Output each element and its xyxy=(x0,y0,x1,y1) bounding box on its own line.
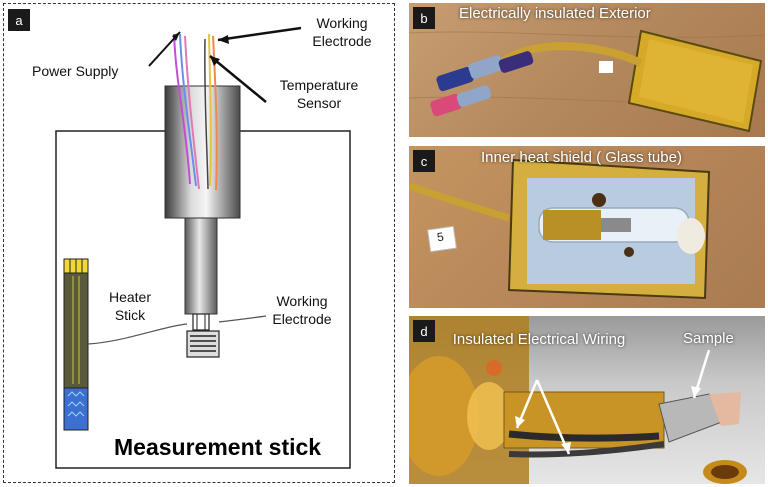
panel-b-graphic xyxy=(409,29,765,133)
tube-number: 5 xyxy=(436,229,445,245)
label-working-electrode-top: Working Electrode xyxy=(312,15,372,49)
measurement-stick-title: Measurement stick xyxy=(114,434,322,460)
panel-a-tag: a xyxy=(8,9,30,31)
wire-blue xyxy=(179,33,197,187)
lower-rod xyxy=(184,217,218,315)
arrow-temperature-sensor xyxy=(209,55,267,103)
panel-c-photo: c Inner heat shield ( Glass tube) 5 xyxy=(409,146,765,308)
arrow-working-electrode xyxy=(217,26,302,42)
wire-pink xyxy=(184,35,200,190)
wire-2 xyxy=(508,441,665,458)
panel-d-photo: d Insulated Electrical Wiring Sample xyxy=(409,316,765,484)
label-power-supply: Power Supply xyxy=(32,63,119,79)
wire-purple xyxy=(173,33,191,185)
electrode-cable xyxy=(218,315,267,323)
panel-c-tag: c xyxy=(413,150,435,172)
label-insulated-exterior: Electrically insulated Exterior xyxy=(459,5,651,22)
label-heater-stick: Heater Stick xyxy=(108,289,152,323)
blue-connector xyxy=(436,66,474,92)
label-sample: Sample xyxy=(683,330,734,347)
label-insulated-wiring: Insulated Electrical Wiring xyxy=(452,331,626,348)
wire-yellow xyxy=(208,33,212,187)
panel-d-tag: d xyxy=(413,320,435,342)
panel-b-photo: b Electrically insulated Exterior xyxy=(409,3,765,137)
sample-block xyxy=(186,330,220,358)
brass-holder xyxy=(543,210,601,240)
panel-c-graphic xyxy=(409,158,711,300)
schematic-drawing xyxy=(55,26,351,469)
label-working-electrode-bottom: Working Electrode xyxy=(272,293,332,327)
label-inner-heat-shield: Inner heat shield ( Glass tube) xyxy=(481,149,682,166)
wire-orange xyxy=(212,35,218,191)
heater-cable xyxy=(87,323,188,345)
wire-1 xyxy=(508,430,660,442)
wire-dark xyxy=(204,38,209,190)
heater-bottom xyxy=(63,387,89,431)
red-connector xyxy=(430,93,462,117)
panel-b-tag: b xyxy=(413,7,435,29)
head-cylinder xyxy=(164,85,241,219)
cable xyxy=(409,182,511,222)
arrow-wiring-2 xyxy=(535,379,571,455)
panel-a-schematic: a xyxy=(3,3,395,483)
panel-d-graphic xyxy=(409,316,747,484)
heater-body xyxy=(63,272,89,389)
electrode-holder xyxy=(192,313,210,331)
label-temperature-sensor: Temperature Sensor xyxy=(279,77,359,111)
